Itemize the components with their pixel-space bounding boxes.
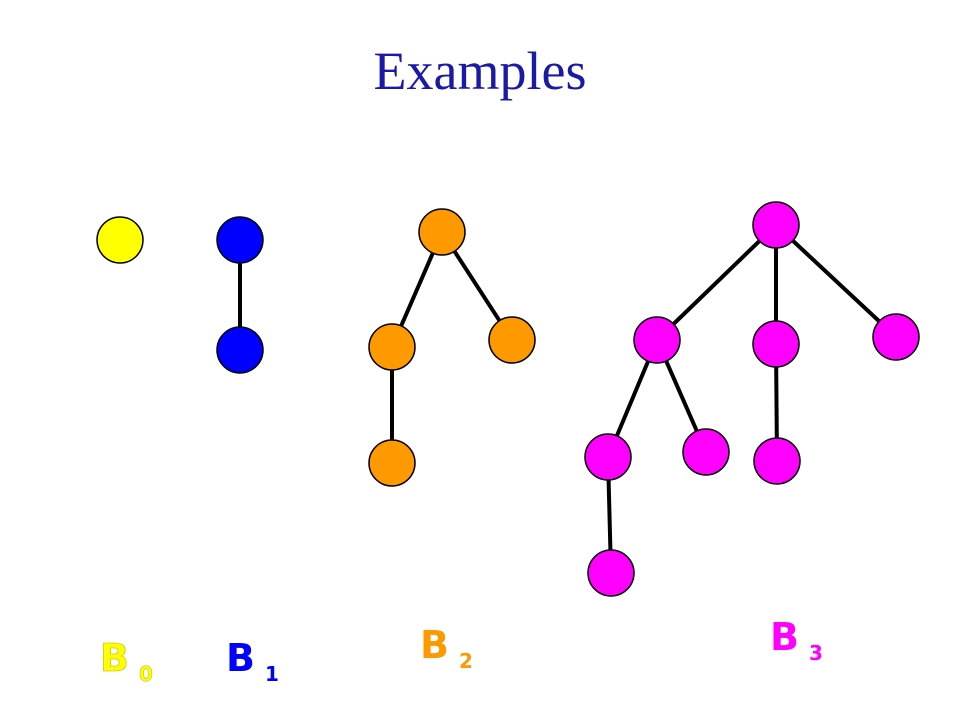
tree-b2 xyxy=(368,208,536,487)
tree-b3 xyxy=(584,201,920,597)
b2-node xyxy=(368,439,416,487)
label-b0-main: B xyxy=(100,636,129,680)
b0-root-node xyxy=(96,216,144,264)
label-b0-subscript: 0 xyxy=(139,662,153,686)
b1-root-node xyxy=(216,216,264,264)
label-b2: B 2 xyxy=(420,623,473,673)
b3-edge xyxy=(774,223,898,339)
label-b2-subscript: 2 xyxy=(459,649,473,673)
b2-node xyxy=(368,323,416,371)
b3-node xyxy=(753,437,801,485)
b3-node xyxy=(872,313,920,361)
b3-root-node xyxy=(752,201,800,249)
b3-node xyxy=(682,428,730,476)
b3-node xyxy=(584,433,632,481)
label-b1: B 1 xyxy=(226,636,279,686)
label-b1-main: B xyxy=(226,636,255,680)
label-b3-main: B xyxy=(770,615,799,659)
b3-edge xyxy=(655,223,778,342)
label-b3-subscript: 3 xyxy=(809,641,823,665)
b2-root-node xyxy=(418,208,466,256)
slide-title: Examples xyxy=(373,41,587,101)
b1-child-node xyxy=(216,326,264,374)
tree-b1 xyxy=(216,216,264,374)
b2-node xyxy=(488,316,536,364)
label-b3: B 3 xyxy=(770,615,823,665)
b3-node xyxy=(587,549,635,597)
label-b1-subscript: 1 xyxy=(265,662,279,686)
b3-node xyxy=(752,320,800,368)
tree-b0 xyxy=(96,216,144,264)
b3-node xyxy=(633,316,681,364)
label-b2-main: B xyxy=(420,623,449,667)
label-b0: B 0 xyxy=(100,636,153,687)
